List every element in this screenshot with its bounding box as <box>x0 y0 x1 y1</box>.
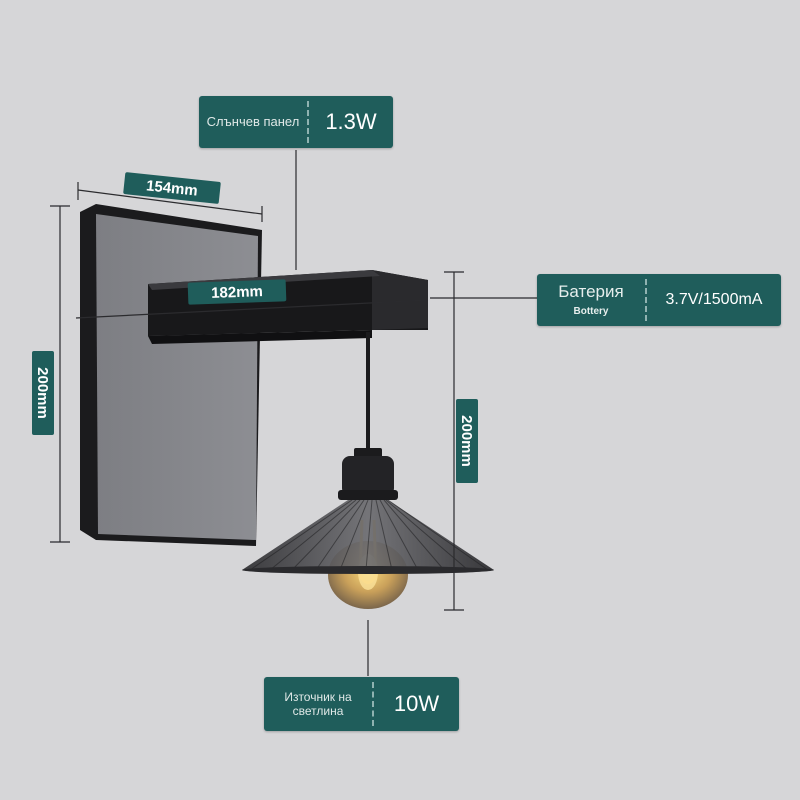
light-source-value: 10W <box>393 691 440 716</box>
battery-label: Батерия <box>558 282 624 302</box>
arm-length-tag: 182mm <box>187 279 287 305</box>
solar-panel-label: Слънчев панел <box>206 114 300 130</box>
lamp-socket <box>338 448 398 500</box>
lamp-shade <box>242 499 494 574</box>
light-source-label: Източник на светлина <box>284 689 352 718</box>
battery-label-group: Батерия Bottery <box>537 274 645 326</box>
battery-sublabel: Bottery <box>573 305 609 317</box>
battery-value: 3.7V/1500mA <box>665 291 763 308</box>
battery-callout: Батерия Bottery 3.7V/1500mA <box>537 274 781 326</box>
plate-height-tag: 200mm <box>32 351 54 435</box>
solar-panel-callout: Слънчев панел 1.3W <box>199 96 393 148</box>
callout-divider <box>645 279 647 321</box>
light-source-callout: Източник на светлина 10W <box>264 677 459 731</box>
dimension-lines <box>50 150 537 676</box>
lamp-height-tag: 200mm <box>456 399 478 483</box>
callout-divider <box>372 682 374 726</box>
wall-plate <box>80 204 262 546</box>
solar-panel-value: 1.3W <box>325 109 377 134</box>
callout-divider <box>307 101 309 143</box>
